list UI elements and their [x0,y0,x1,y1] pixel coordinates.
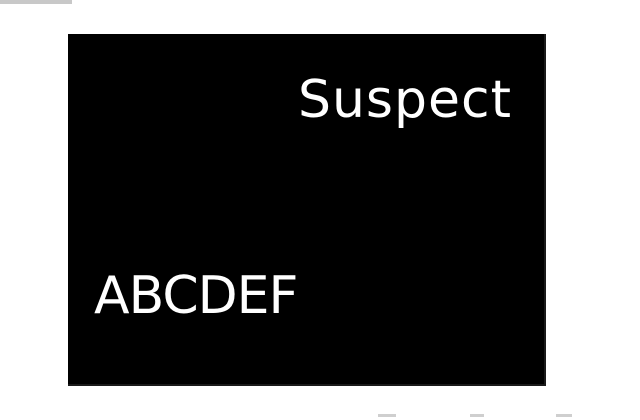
corner-mark [0,0,72,4]
scan-artifacts [360,412,580,420]
suspect-label: Suspect [297,70,512,130]
code-label: ABCDEF [94,266,298,326]
display-panel: Suspect ABCDEF [68,34,546,386]
